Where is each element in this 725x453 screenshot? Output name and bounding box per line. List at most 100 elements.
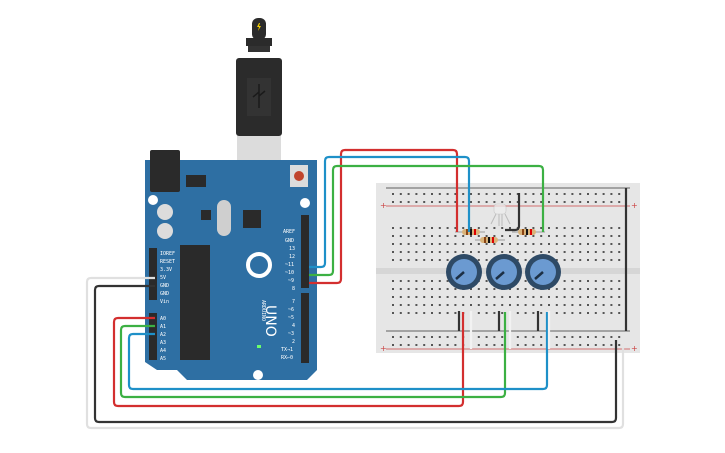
breadboard-hole[interactable]: [392, 235, 394, 237]
breadboard-hole[interactable]: [446, 259, 449, 261]
breadboard-hole[interactable]: [454, 235, 457, 237]
breadboard-hole[interactable]: [454, 288, 457, 290]
breadboard-hole[interactable]: [423, 288, 426, 290]
breadboard-hole[interactable]: [610, 288, 613, 290]
breadboard-hole[interactable]: [399, 344, 402, 346]
breadboard-hole[interactable]: [392, 344, 394, 346]
breadboard-hole[interactable]: [610, 227, 613, 229]
breadboard-hole[interactable]: [446, 280, 449, 282]
breadboard-hole[interactable]: [446, 193, 449, 195]
breadboard-hole[interactable]: [548, 304, 550, 306]
breadboard-hole[interactable]: [555, 336, 558, 338]
breadboard-hole[interactable]: [618, 280, 621, 282]
breadboard-hole[interactable]: [579, 201, 582, 203]
breadboard-hole[interactable]: [399, 227, 402, 229]
breadboard-hole[interactable]: [462, 296, 465, 298]
breadboard-hole[interactable]: [485, 312, 488, 314]
breadboard-hole[interactable]: [407, 336, 410, 338]
breadboard-hole[interactable]: [423, 243, 426, 245]
breadboard-hole[interactable]: [587, 312, 589, 314]
breadboard-hole[interactable]: [462, 251, 465, 253]
breadboard-hole[interactable]: [431, 251, 433, 253]
breadboard-hole[interactable]: [610, 251, 613, 253]
breadboard-hole[interactable]: [485, 251, 488, 253]
breadboard-hole[interactable]: [392, 193, 394, 195]
breadboard-hole[interactable]: [438, 344, 441, 346]
breadboard-hole[interactable]: [407, 251, 410, 253]
breadboard-hole[interactable]: [540, 193, 543, 195]
breadboard-hole[interactable]: [602, 243, 605, 245]
breadboard-hole[interactable]: [555, 259, 558, 261]
breadboard-hole[interactable]: [454, 344, 457, 346]
breadboard-hole[interactable]: [454, 201, 457, 203]
wire-led-ground[interactable]: [505, 193, 521, 232]
breadboard-hole[interactable]: [602, 227, 605, 229]
pot-red[interactable]: [446, 254, 482, 290]
breadboard-hole[interactable]: [532, 336, 535, 338]
breadboard-hole[interactable]: [516, 336, 519, 338]
pot-green[interactable]: [486, 254, 522, 290]
breadboard-hole[interactable]: [571, 201, 574, 203]
breadboard-hole[interactable]: [485, 193, 488, 195]
breadboard-hole[interactable]: [524, 251, 527, 253]
breadboard-hole[interactable]: [477, 296, 480, 298]
breadboard-hole[interactable]: [446, 235, 449, 237]
breadboard-hole[interactable]: [392, 227, 394, 229]
breadboard-hole[interactable]: [392, 243, 394, 245]
breadboard-hole[interactable]: [407, 227, 410, 229]
breadboard-hole[interactable]: [485, 259, 488, 261]
breadboard-hole[interactable]: [438, 336, 441, 338]
breadboard-hole[interactable]: [532, 288, 535, 290]
breadboard-hole[interactable]: [555, 193, 558, 195]
breadboard-hole[interactable]: [438, 235, 441, 237]
breadboard-hole[interactable]: [571, 344, 574, 346]
breadboard-hole[interactable]: [407, 193, 410, 195]
breadboard-hole[interactable]: [602, 193, 605, 195]
breadboard-hole[interactable]: [431, 288, 433, 290]
breadboard-hole[interactable]: [618, 201, 621, 203]
breadboard-hole[interactable]: [399, 296, 402, 298]
breadboard-hole[interactable]: [493, 243, 496, 245]
breadboard-hole[interactable]: [509, 235, 511, 237]
breadboard-hole[interactable]: [415, 193, 418, 195]
breadboard-hole[interactable]: [524, 280, 527, 282]
breadboard-hole[interactable]: [602, 344, 605, 346]
breadboard-hole[interactable]: [493, 227, 496, 229]
breadboard-hole[interactable]: [431, 235, 433, 237]
breadboard-hole[interactable]: [470, 227, 472, 229]
breadboard-hole[interactable]: [477, 243, 480, 245]
breadboard-hole[interactable]: [399, 251, 402, 253]
breadboard-hole[interactable]: [431, 259, 433, 261]
breadboard-hole[interactable]: [493, 296, 496, 298]
breadboard-hole[interactable]: [423, 280, 426, 282]
breadboard-hole[interactable]: [509, 296, 511, 298]
breadboard-hole[interactable]: [555, 201, 558, 203]
breadboard-hole[interactable]: [423, 336, 426, 338]
breadboard-hole[interactable]: [423, 235, 426, 237]
breadboard-hole[interactable]: [509, 227, 511, 229]
breadboard-hole[interactable]: [431, 312, 433, 314]
breadboard-hole[interactable]: [594, 312, 597, 314]
breadboard-hole[interactable]: [392, 336, 394, 338]
breadboard-hole[interactable]: [594, 344, 597, 346]
breadboard-hole[interactable]: [415, 288, 418, 290]
breadboard-hole[interactable]: [454, 296, 457, 298]
breadboard-hole[interactable]: [579, 344, 582, 346]
breadboard-hole[interactable]: [524, 296, 527, 298]
breadboard-hole[interactable]: [540, 235, 543, 237]
breadboard-hole[interactable]: [501, 336, 504, 338]
breadboard-hole[interactable]: [454, 227, 457, 229]
breadboard-hole[interactable]: [563, 296, 566, 298]
breadboard-hole[interactable]: [493, 288, 496, 290]
breadboard-hole[interactable]: [571, 312, 574, 314]
wire-pin11-to-blue-resistor[interactable]: [309, 155, 471, 269]
breadboard-hole[interactable]: [423, 251, 426, 253]
breadboard-hole[interactable]: [587, 344, 589, 346]
breadboard-hole[interactable]: [602, 280, 605, 282]
breadboard-hole[interactable]: [548, 288, 550, 290]
breadboard-hole[interactable]: [579, 336, 582, 338]
breadboard-hole[interactable]: [618, 259, 621, 261]
breadboard-hole[interactable]: [610, 235, 613, 237]
breadboard-hole[interactable]: [587, 304, 589, 306]
breadboard-hole[interactable]: [516, 251, 519, 253]
